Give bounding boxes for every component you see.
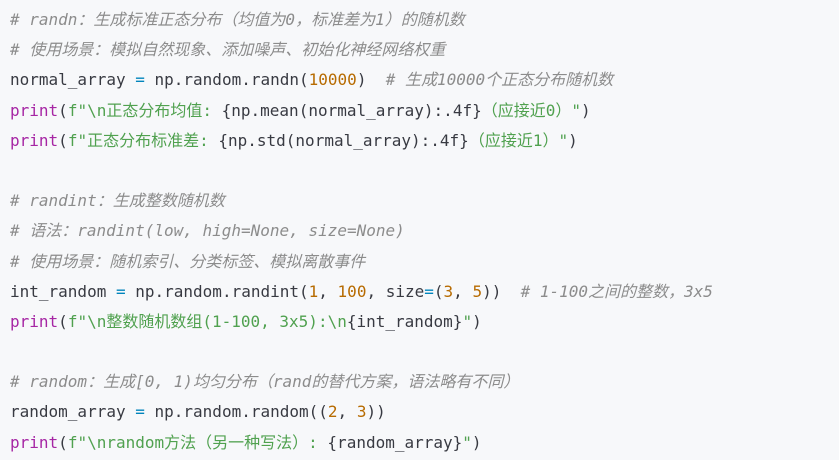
code-line: # 使用场景：随机索引、分类标签、模拟离散事件 [10,247,839,277]
code-text: {random_array} [327,432,463,452]
operator: = [135,70,145,90]
code-line: random_array = np.random.random((2, 3)) [10,397,839,427]
code-text: , [318,281,338,301]
operator: = [135,402,145,422]
code-comment: # 生成10000个正态分布随机数 [385,70,614,90]
code-text: np.random.randint( [125,281,309,301]
code-comment: # random：生成[0, 1)均匀分布（rand的替代方案，语法略有不同） [10,372,520,392]
code-line: # randn：生成标准正态分布（均值为0，标准差为1）的随机数 [10,5,839,35]
print-keyword: print [10,432,59,452]
code-line: ​ [10,156,839,186]
code-text: ) [581,100,591,120]
code-comment: # 1-100之间的整数，3x5 [520,281,713,301]
code-line: normal_array = np.random.randn(10000) # … [10,65,839,95]
number-literal: 2 [327,402,338,422]
code-text: , [337,402,357,422]
code-text: , [453,281,473,301]
code-comment: # 使用场景：随机索引、分类标签、模拟离散事件 [10,251,366,271]
code-text: np.random.random(( [144,402,328,422]
code-text: {np.std(normal_array):.4f} [218,130,469,150]
number-literal: 10000 [308,70,357,90]
code-line: print(f"\nrandom方法（另一种写法）: {random_array… [10,428,839,458]
number-literal: 5 [472,281,483,301]
code-line: # 语法：randint(low, high=None, size=None) [10,216,839,246]
code-line: int_random = np.random.randint(1, 100, s… [10,277,839,307]
code-line: print(f"\n整数随机数组(1-100, 3x5):\n{int_rand… [10,307,839,337]
code-text: , size [366,281,425,301]
code-text: ( [58,100,68,120]
number-literal: 3 [443,281,454,301]
code-text: ( [58,432,68,452]
code-comment: # randn：生成标准正态分布（均值为0，标准差为1）的随机数 [10,10,465,29]
code-text: )) [366,402,386,422]
code-line: # 使用场景：模拟自然现象、添加噪声、初始化神经网络权重 [10,35,839,65]
print-keyword: print [10,311,59,331]
number-literal: 3 [356,402,367,422]
number-literal: 1 [308,281,319,301]
code-line: print(f"\n正态分布均值: {np.mean(normal_array)… [10,96,839,126]
code-text: ( [58,130,68,150]
string-literal: f"\n整数随机数组(1-100, 3x5):\n [67,311,347,331]
code-text: )) [482,281,521,301]
string-literal: （应接近1）" [468,130,569,150]
code-line: # random：生成[0, 1)均匀分布（rand的替代方案，语法略有不同） [10,367,839,397]
code-line: print(f"正态分布标准差: {np.std(normal_array):.… [10,126,839,156]
code-text: ( [58,311,68,331]
string-literal: f"正态分布标准差: [67,130,219,150]
code-text: ( [433,281,444,301]
code-text: {np.mean(normal_array):.4f} [221,100,482,120]
code-comment: # 语法：randint(low, high=None, size=None) [10,221,405,241]
print-keyword: print [10,100,59,120]
operator: = [424,281,434,301]
code-comment: # 使用场景：模拟自然现象、添加噪声、初始化神经网络权重 [10,40,446,60]
code-text: ) [472,311,482,331]
code-line: # randint：生成整数随机数 [10,186,839,216]
code-text: ) [568,130,578,150]
code-text: int_random [10,281,116,301]
code-text: {int_random} [346,311,463,331]
code-text: ) [356,70,386,90]
operator: = [115,281,126,301]
code-comment: # randint：生成整数随机数 [10,191,225,211]
print-keyword: print [10,130,59,150]
code-text: normal_array [10,70,136,90]
number-literal: 100 [337,281,367,301]
code-text: np.random.randn( [144,70,309,90]
code-text: random_array [10,402,136,422]
string-literal: " [462,311,473,331]
string-literal: f"\nrandom方法（另一种写法）: [67,432,328,452]
string-literal: （应接近0）" [481,100,581,120]
string-literal: f"\n正态分布均值: [67,100,222,120]
code-line: ​ [10,337,839,367]
string-literal: " [462,432,472,452]
code-text: ) [471,432,482,452]
